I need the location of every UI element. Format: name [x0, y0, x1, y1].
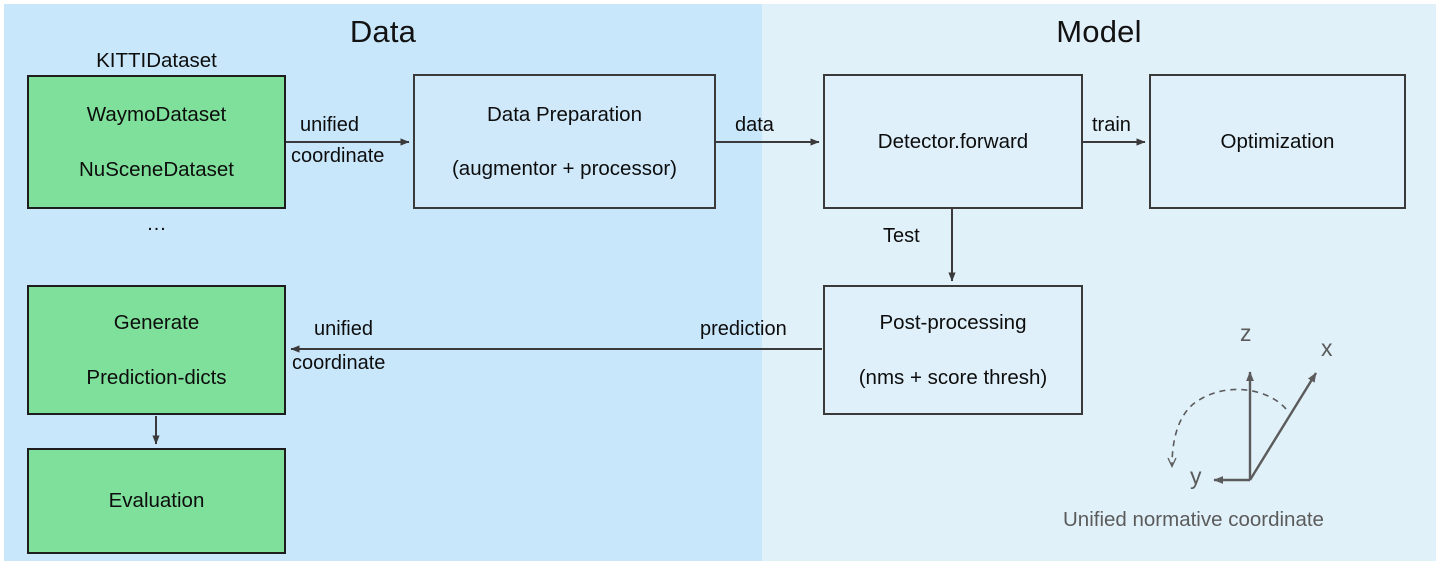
node-detector-forward-label: Detector.forward	[878, 101, 1028, 182]
node-datasets-line-2: WaymoDataset	[86, 103, 227, 127]
edge-label-prediction: prediction	[700, 318, 787, 340]
gizmo-axis-y-label: y	[1190, 463, 1202, 489]
node-data-preparation-line-1: Data Preparation	[487, 102, 642, 126]
edge-label-test: Test	[883, 225, 920, 247]
edge-label-coordinate-top: coordinate	[291, 145, 385, 167]
edge-label-unified-top: unified	[300, 114, 359, 136]
node-post-processing-line-1: Post-processing	[879, 311, 1027, 335]
node-optimization-line-1: Optimization	[1220, 129, 1335, 153]
node-detector-forward-line-1: Detector.forward	[877, 129, 1029, 153]
gizmo-caption: Unified normative coordinate	[1063, 508, 1324, 531]
node-generate-prediction-dicts-label: Generate Prediction-dicts	[86, 282, 226, 417]
edge-label-train: train	[1092, 114, 1131, 136]
node-datasets-label: KITTIDataset WaymoDataset NuSceneDataset…	[79, 20, 234, 263]
node-generate-line-1: Generate	[113, 311, 200, 335]
node-generate-prediction-dicts[interactable]: Generate Prediction-dicts	[27, 285, 286, 415]
edge-label-unified-bottom: unified	[314, 318, 373, 340]
edge-label-data: data	[735, 114, 774, 136]
node-evaluation-line-1: Evaluation	[108, 489, 205, 513]
gizmo-axis-x-label: x	[1321, 335, 1333, 361]
node-datasets-line-4: …	[146, 211, 167, 235]
node-optimization[interactable]: Optimization	[1149, 74, 1406, 209]
node-optimization-label: Optimization	[1221, 101, 1335, 182]
node-datasets-line-1: KITTIDataset	[96, 49, 217, 73]
panel-data-title: Data	[349, 14, 417, 49]
node-post-processing-line-2: (nms + score thresh)	[858, 365, 1048, 389]
node-data-preparation-label: Data Preparation (augmentor + processor)	[452, 74, 677, 209]
node-data-preparation[interactable]: Data Preparation (augmentor + processor)	[413, 74, 716, 209]
node-datasets[interactable]: KITTIDataset WaymoDataset NuSceneDataset…	[27, 49, 286, 235]
node-detector-forward[interactable]: Detector.forward	[823, 74, 1083, 209]
node-evaluation-label: Evaluation	[109, 460, 205, 541]
node-post-processing[interactable]: Post-processing (nms + score thresh)	[823, 285, 1083, 415]
edge-label-coordinate-bottom: coordinate	[292, 352, 386, 374]
node-datasets-line-3: NuSceneDataset	[79, 157, 234, 181]
node-data-preparation-line-2: (augmentor + processor)	[451, 157, 678, 181]
node-generate-line-2: Prediction-dicts	[86, 365, 227, 389]
node-evaluation[interactable]: Evaluation	[27, 448, 286, 554]
gizmo-axis-z-label: z	[1240, 320, 1252, 346]
node-post-processing-label: Post-processing (nms + score thresh)	[859, 282, 1048, 417]
panel-model-title: Model	[1056, 14, 1142, 49]
